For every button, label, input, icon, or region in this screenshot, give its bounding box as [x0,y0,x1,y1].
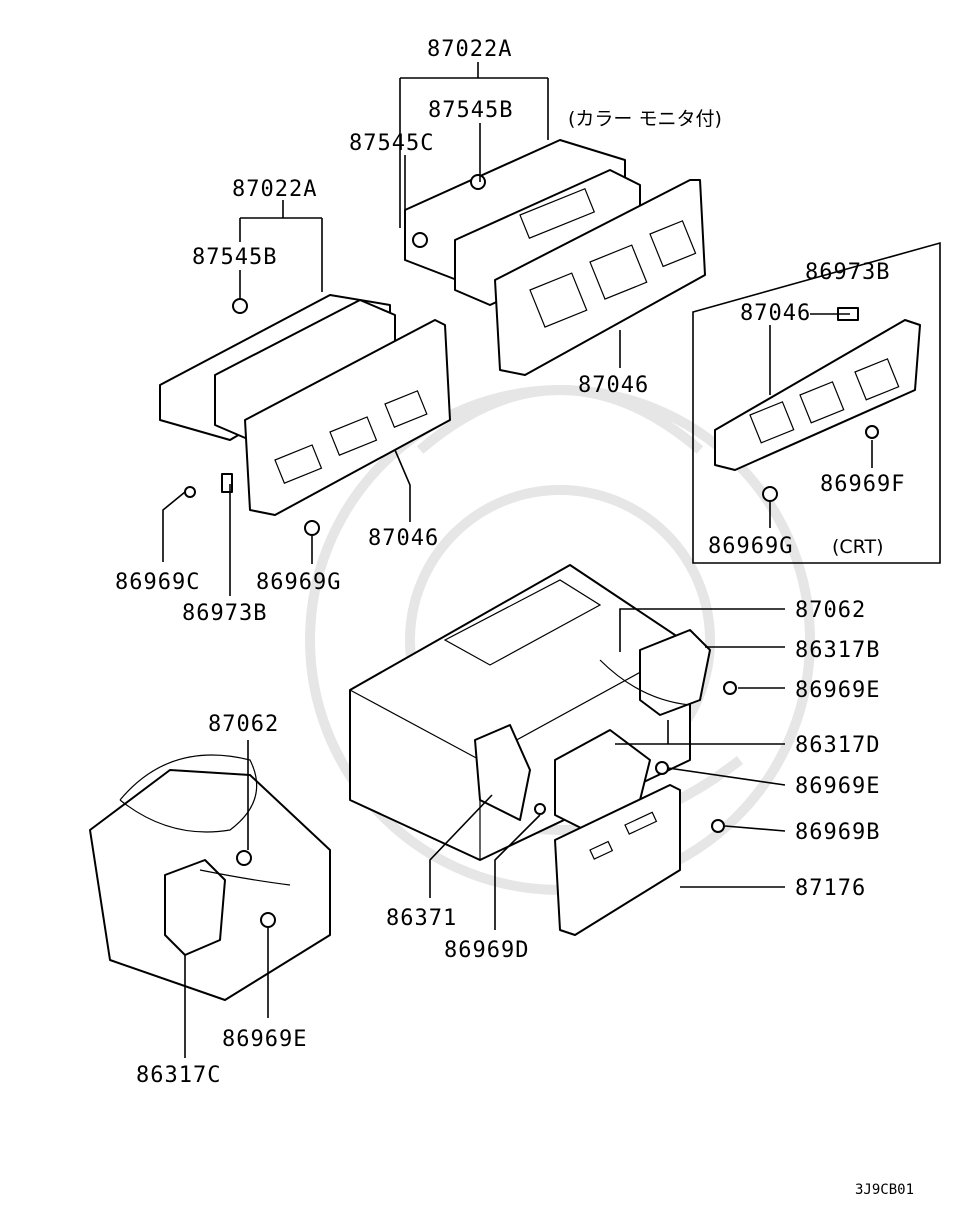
label-86317D-right: 86317D [795,733,880,758]
upper-control-unit [404,139,706,376]
label-87176-right: 87176 [795,876,866,901]
label-86969B-right: 86969B [795,820,880,845]
label-87062-bottom-left: 87062 [208,712,279,737]
label-86371-mid: 86371 [386,906,457,931]
label-87545B-left: 87545B [192,245,277,270]
label-87046-upper: 87046 [578,373,649,398]
label-86969E-bottom-left: 86969E [222,1027,307,1052]
label-86973B-crt: 86973B [805,260,890,285]
drawing-code: 3J9CB01 [855,1182,914,1198]
label-87545C-upper: 87545C [349,131,434,156]
leader-lines [162,62,873,1058]
left-control-unit [159,294,451,536]
label-87062-right: 87062 [795,598,866,623]
label-86969G-left: 86969G [256,570,341,595]
label-86317C-bottom-left: 86317C [136,1063,221,1088]
label-86969D-mid: 86969D [444,938,529,963]
label-86969F-crt: 86969F [820,472,905,497]
label-86973B-left: 86973B [182,601,267,626]
label-86969E-right-2: 86969E [795,774,880,799]
part-labels: 87022A 87545B (カラー モニタ付) 87545C 87046 87… [115,37,914,1198]
label-87022A-upper: 87022A [427,37,512,62]
note-color-monitor: (カラー モニタ付) [568,108,722,130]
label-87545B-upper: 87545B [428,98,513,123]
label-86969E-right-1: 86969E [795,678,880,703]
label-86969C-left: 86969C [115,570,200,595]
label-86317B-right: 86317B [795,638,880,663]
heater-housing [349,564,737,936]
label-87022A-left: 87022A [232,177,317,202]
label-86969G-crt: 86969G [708,534,793,559]
note-crt: (CRT) [832,536,884,558]
crt-box [692,241,941,564]
label-87046-left: 87046 [368,526,439,551]
label-87046-crt: 87046 [740,301,811,326]
blower-housing [89,754,331,1001]
